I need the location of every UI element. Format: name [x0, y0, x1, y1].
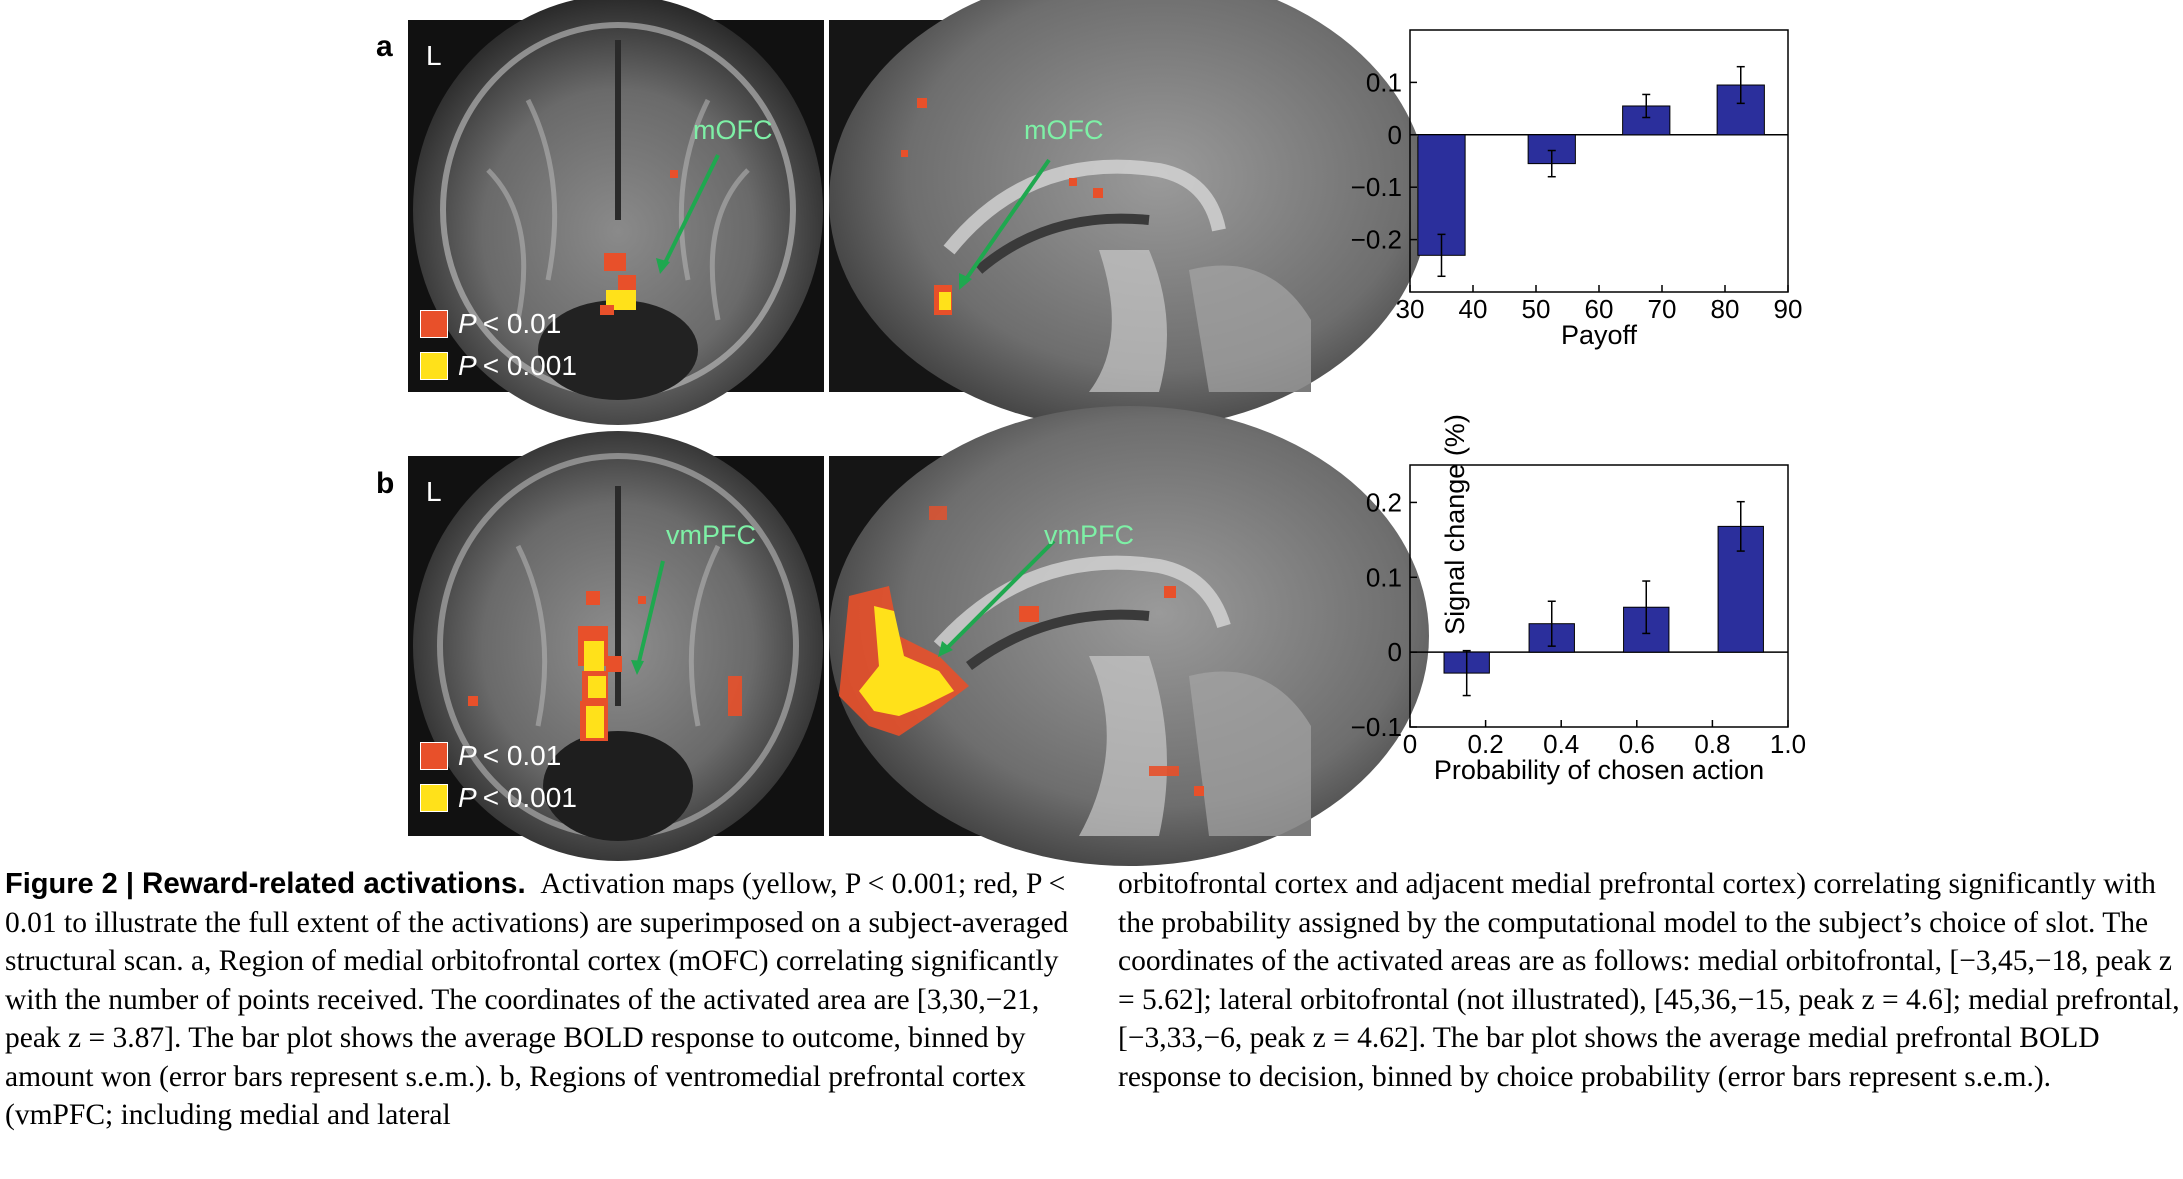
caption-right-column: orbitofrontal cortex and adjacent medial… — [1118, 865, 2183, 1096]
legend-swatch-red — [420, 310, 448, 338]
caption-figure-label: Figure 2 | — [5, 868, 143, 900]
label-b-sagittal: vmPFC — [1044, 520, 1134, 550]
caption-title: Reward-related activations. — [142, 867, 526, 900]
plot-frame — [1409, 464, 1789, 728]
brain-a-coronal: L mOFC P < 0.01 P < 0.001 — [408, 0, 824, 425]
arrow-icon — [942, 539, 1056, 653]
side-marker-b: L — [426, 476, 442, 507]
caption-right-text: orbitofrontal cortex and adjacent medial… — [1118, 868, 2180, 1093]
brain-b-coronal: L vmPFC P < 0.01 P < 0.001 — [408, 431, 824, 861]
panel-letter-a: a — [376, 30, 393, 63]
label-a-coronal: mOFC — [693, 115, 773, 145]
legend-red-a: P < 0.01 — [420, 308, 561, 340]
arrow-icon — [962, 158, 1051, 284]
label-a-sagittal: mOFC — [1024, 115, 1104, 145]
legend-swatch-yellow — [420, 784, 448, 812]
panel-letter-b: b — [376, 467, 395, 500]
legend-swatch-yellow — [420, 352, 448, 380]
legend-red-b: P < 0.01 — [420, 740, 561, 772]
y-tick-label: 0.1 — [1366, 562, 1402, 592]
y-tick-label: −0.1 — [1351, 172, 1402, 202]
x-tick-label: 60 — [1585, 294, 1614, 324]
x-tick-label: 0 — [1403, 729, 1417, 759]
x-tick-label: 50 — [1522, 294, 1551, 324]
caption-left-text: Activation maps (yellow, P < 0.001; red,… — [5, 868, 1069, 1131]
x-axis-label: Probability of chosen action — [1434, 755, 1764, 785]
legend-yellow-a: P < 0.001 — [420, 350, 577, 382]
brain-a-sagittal: mOFC — [829, 0, 1429, 430]
y-tick-label: −0.2 — [1351, 225, 1402, 255]
x-tick-label: 0.8 — [1694, 729, 1730, 759]
x-tick-label: 0.6 — [1619, 729, 1655, 759]
caption-left-column: Figure 2 | Reward-related activations. A… — [5, 865, 1070, 1135]
arrow-icon — [636, 560, 665, 667]
y-tick-label: 0 — [1388, 637, 1402, 667]
y-tick-label: 0.1 — [1366, 67, 1402, 97]
brain-a-coronal-image — [408, 0, 824, 425]
y-tick-label: 0 — [1388, 120, 1402, 150]
x-tick-label: 1.0 — [1770, 729, 1806, 759]
x-tick-label: 0.4 — [1543, 729, 1579, 759]
x-tick-label: 40 — [1459, 294, 1488, 324]
brain-b-sagittal: vmPFC — [829, 406, 1429, 866]
x-axis-label: Payoff — [1561, 320, 1638, 350]
brain-b-sagittal-image — [829, 406, 1429, 866]
legend-swatch-red — [420, 742, 448, 770]
side-marker-a: L — [426, 40, 442, 71]
legend-yellow-b: P < 0.001 — [420, 782, 577, 814]
x-tick-label: 70 — [1648, 294, 1677, 324]
plot-frame — [1409, 29, 1789, 293]
y-tick-label: 0.2 — [1366, 487, 1402, 517]
brain-b-coronal-image — [408, 431, 824, 861]
label-b-coronal: vmPFC — [666, 520, 756, 550]
brain-a-sagittal-image — [829, 0, 1429, 430]
y-tick-label: −0.1 — [1351, 712, 1402, 742]
x-tick-label: 80 — [1711, 294, 1740, 324]
x-tick-label: 30 — [1396, 294, 1425, 324]
x-tick-label: 90 — [1774, 294, 1803, 324]
x-tick-label: 0.2 — [1468, 729, 1504, 759]
arrow-icon — [661, 154, 720, 268]
